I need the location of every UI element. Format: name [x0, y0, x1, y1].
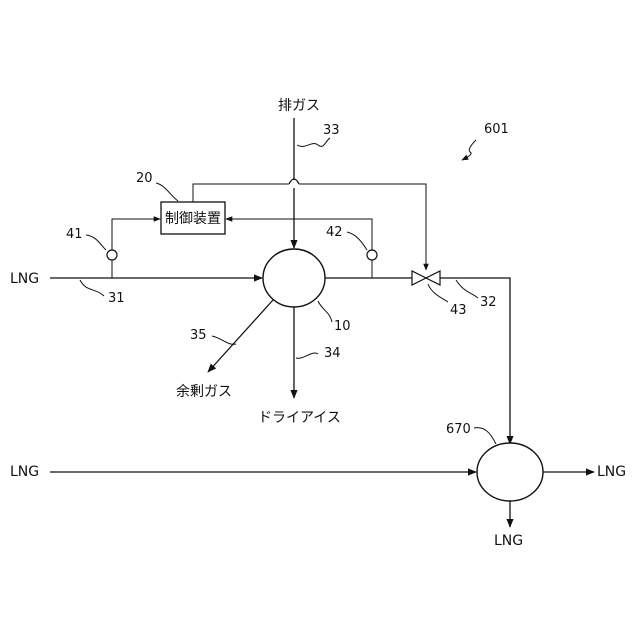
sensor-41 [107, 250, 117, 260]
processing-unit-10 [263, 249, 325, 307]
lng-output-right-label: LNG [597, 464, 626, 480]
leader-33 [297, 138, 330, 146]
sensor-41-signal [112, 219, 160, 250]
ref-43: 43 [450, 303, 467, 318]
valve-43 [412, 271, 440, 285]
surplus-gas-label: 余剰ガス [176, 383, 232, 400]
figure-ref-601: 601 [484, 122, 509, 137]
leader-35 [212, 336, 236, 344]
lng-input-top-label: LNG [10, 271, 39, 287]
surplus-gas-line-35 [208, 300, 273, 372]
sensor-42-signal [226, 219, 372, 250]
leader-34 [296, 353, 318, 358]
ref-10: 10 [334, 319, 351, 334]
controller-label: 制御装置 [165, 211, 221, 227]
leader-20 [156, 183, 178, 201]
ref-33: 33 [323, 123, 340, 138]
ref-670: 670 [446, 422, 471, 437]
leader-670 [474, 428, 496, 444]
ref-35: 35 [190, 328, 207, 343]
dry-ice-label: ドライアイス [258, 410, 341, 426]
exhaust-gas-label: 排ガス [278, 98, 320, 114]
lng-output-bottom-label: LNG [494, 533, 523, 549]
sensor-42 [367, 250, 377, 260]
leader-41 [86, 235, 106, 250]
processing-unit-670 [477, 443, 543, 501]
lng-input-bottom-label: LNG [10, 464, 39, 480]
leader-601 [462, 140, 476, 160]
leader-32 [456, 280, 478, 298]
ref-42: 42 [326, 225, 343, 240]
leader-43 [428, 284, 448, 302]
ref-31: 31 [108, 291, 125, 306]
leader-42 [347, 232, 367, 250]
ref-41: 41 [66, 227, 83, 242]
ref-20: 20 [136, 171, 153, 186]
ref-32: 32 [480, 295, 497, 310]
leader-31 [80, 280, 104, 296]
ref-34: 34 [324, 346, 341, 361]
leader-10 [318, 301, 332, 322]
